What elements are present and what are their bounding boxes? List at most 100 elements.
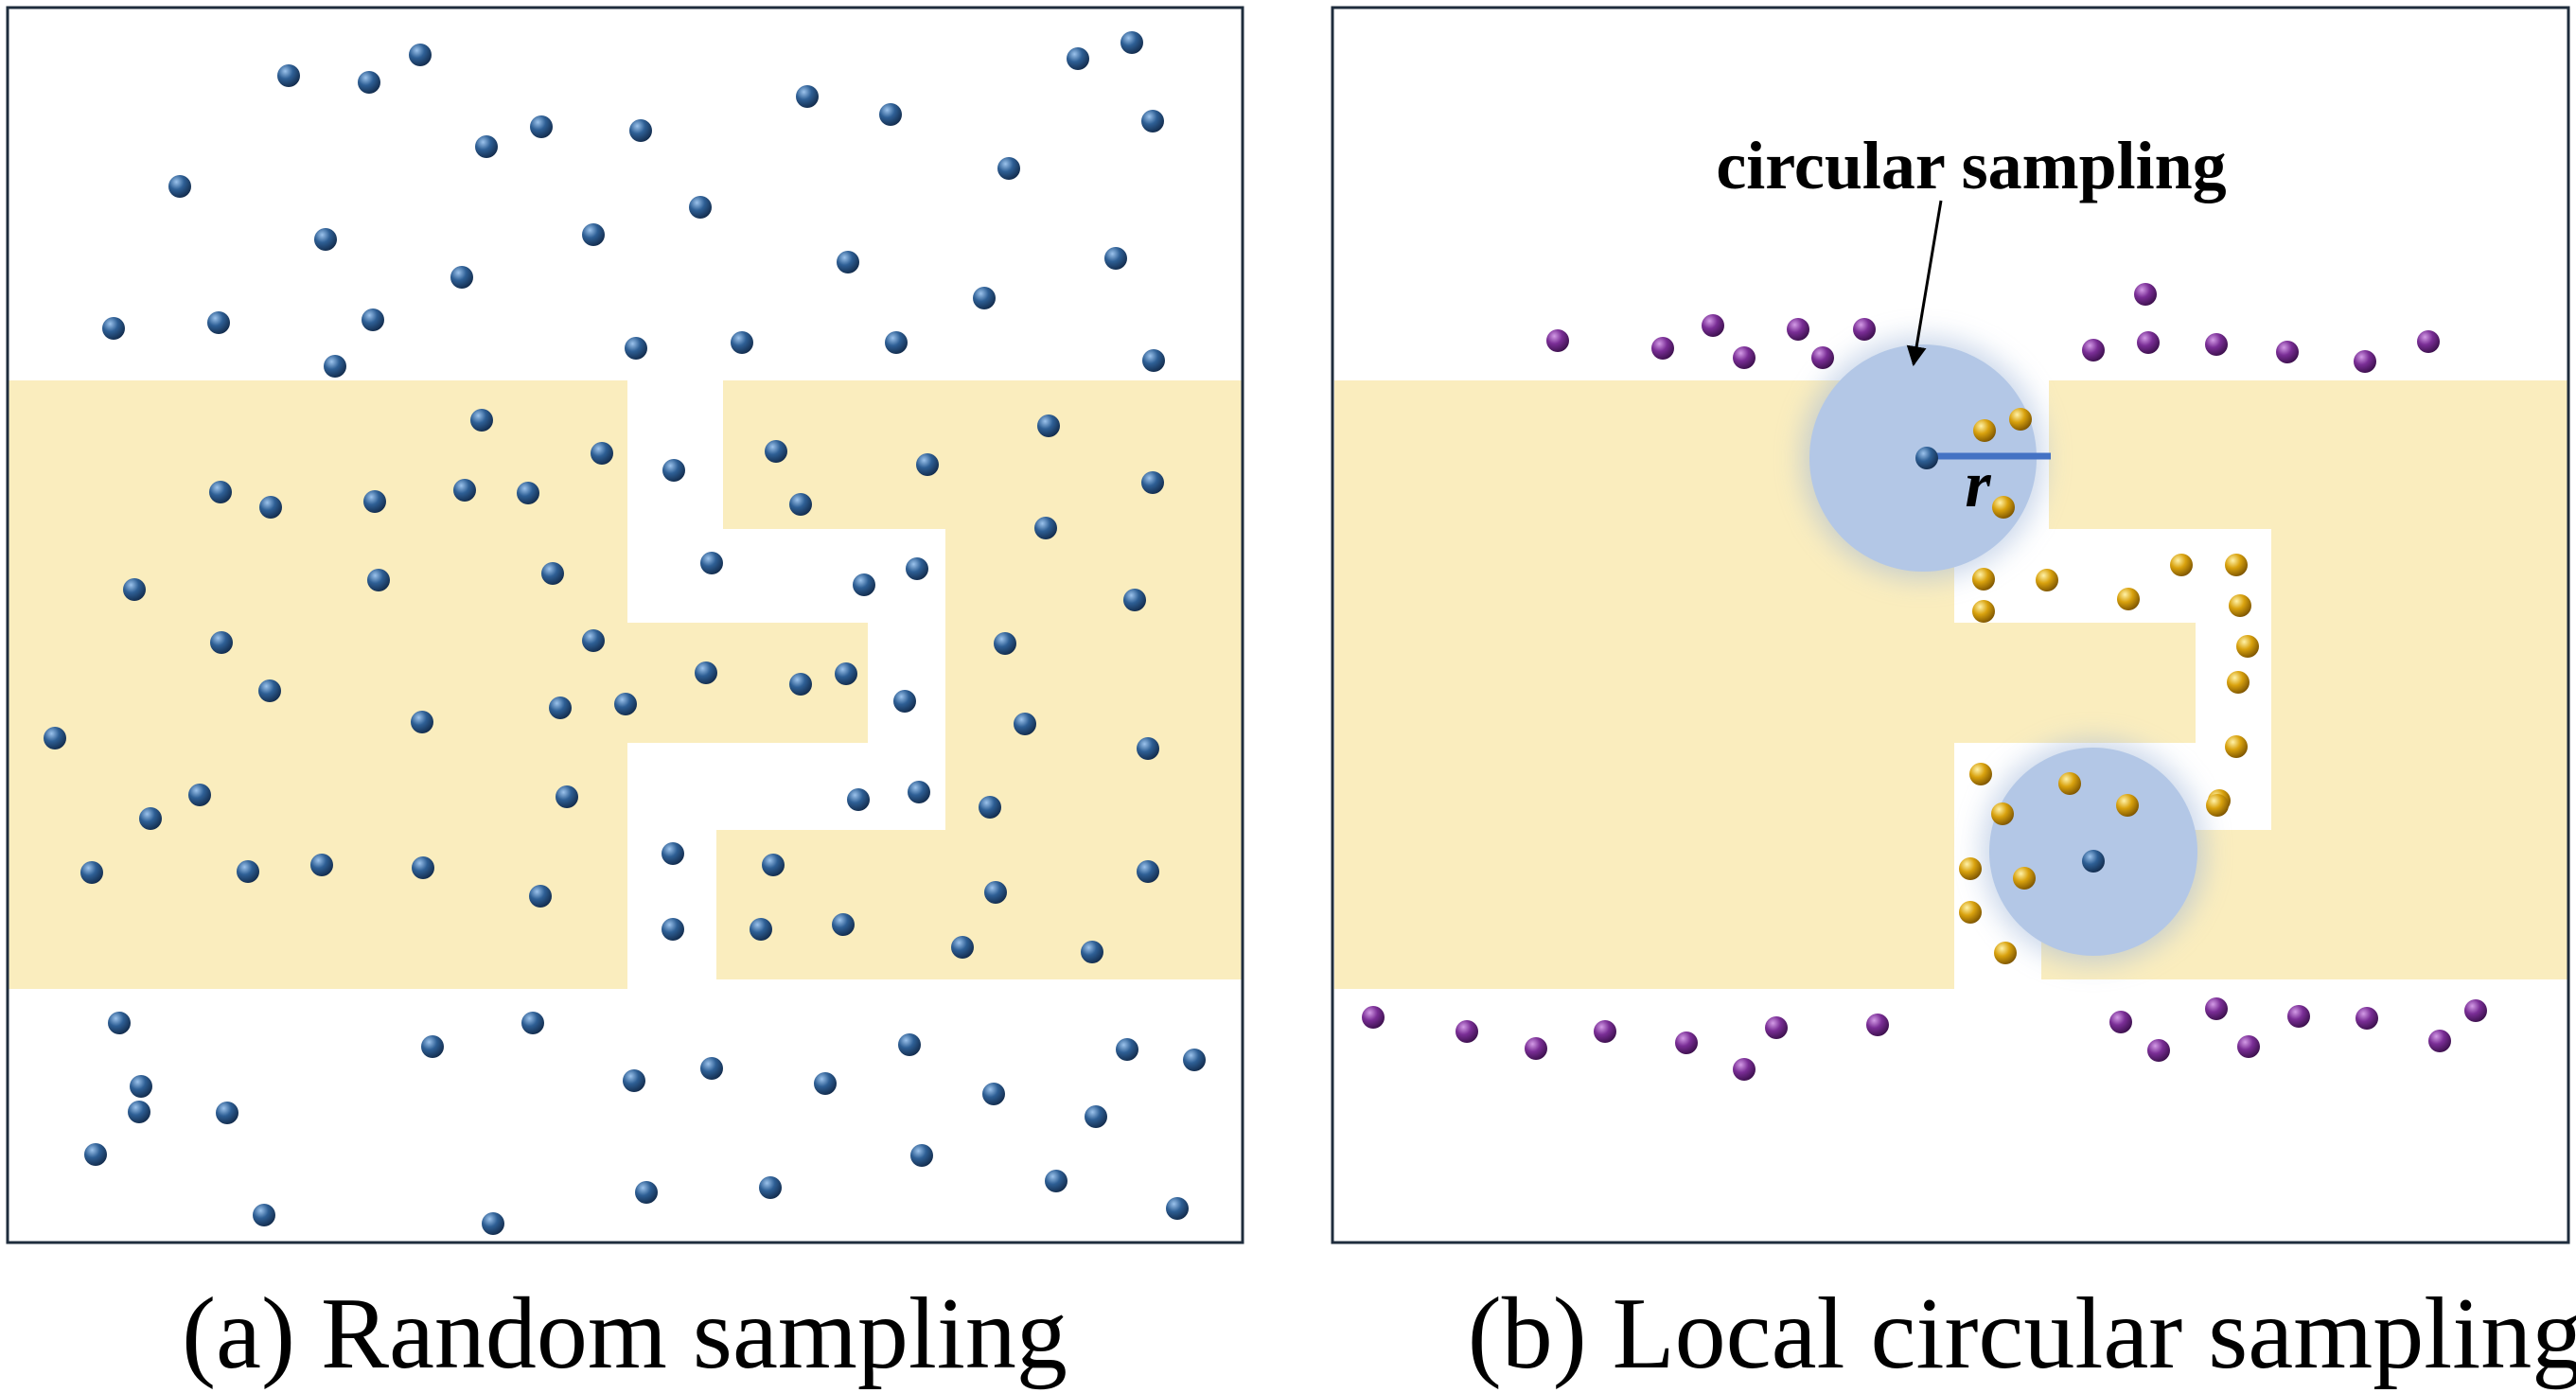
random-point [412, 856, 434, 879]
random-point [1141, 471, 1164, 494]
random-point [662, 459, 685, 482]
boundary-point [1765, 1016, 1788, 1039]
random-point [139, 807, 162, 830]
boundary-point [2082, 339, 2105, 361]
boundary-point [1362, 1006, 1385, 1029]
boundary-point [1787, 318, 1809, 341]
radius-label: r [1965, 449, 1991, 521]
random-point [979, 796, 1001, 819]
random-points [44, 31, 1206, 1235]
random-point [762, 854, 785, 876]
random-point [908, 781, 930, 803]
random-point [695, 661, 717, 684]
random-point [662, 842, 684, 865]
random-point [591, 442, 613, 465]
local-sample-point [1992, 496, 2015, 519]
random-point [625, 337, 647, 360]
random-point [835, 662, 857, 685]
random-point [209, 481, 232, 503]
random-point [916, 453, 939, 476]
random-point [847, 788, 870, 811]
boundary-point [2134, 283, 2157, 306]
boundary-point [2109, 1011, 2132, 1033]
circle-center-point [1915, 447, 1938, 469]
random-point [530, 115, 553, 138]
random-point [814, 1072, 837, 1095]
random-point [623, 1069, 645, 1092]
random-point [789, 493, 812, 516]
random-point [411, 711, 433, 733]
local-sample-point [1973, 419, 1996, 442]
random-point [885, 331, 908, 354]
random-point [362, 309, 384, 331]
boundary-point [1594, 1020, 1616, 1043]
random-point [1116, 1038, 1138, 1061]
boundary-point [2276, 341, 2299, 363]
random-point [521, 1012, 544, 1034]
random-point [1037, 414, 1060, 437]
boundary-point [1811, 346, 1834, 369]
local-sample-point [2009, 408, 2032, 431]
local-sample-point [2225, 554, 2248, 576]
random-point [750, 918, 772, 941]
random-point [324, 355, 346, 378]
boundary-point [1733, 1058, 1756, 1081]
local-sample-point [1959, 901, 1982, 924]
random-point [832, 913, 855, 936]
local-points [1362, 283, 2487, 1081]
random-point [549, 696, 572, 719]
random-point [635, 1181, 658, 1204]
random-point [237, 860, 259, 883]
random-point [1142, 349, 1165, 372]
random-point [765, 440, 787, 463]
random-point [614, 693, 637, 715]
random-point [853, 573, 875, 596]
random-point [759, 1176, 782, 1199]
random-point [409, 44, 432, 66]
random-point [1081, 941, 1103, 963]
random-point [984, 881, 1007, 904]
random-point [80, 861, 103, 884]
random-point [450, 266, 473, 289]
callout-label: circular sampling [1716, 128, 2226, 203]
random-point [541, 562, 564, 585]
random-point [123, 578, 146, 601]
local-sample-point [1959, 857, 1982, 880]
random-point [84, 1143, 107, 1166]
local-sample-point [2058, 772, 2081, 795]
random-point [188, 784, 211, 806]
local-sample-point [2116, 794, 2139, 817]
boundary-point [2417, 330, 2440, 353]
random-point [879, 103, 902, 126]
boundary-point [2205, 997, 2228, 1020]
local-sample-point [1969, 763, 1992, 785]
random-point [44, 727, 66, 749]
random-point [310, 854, 333, 876]
random-point [951, 936, 974, 959]
random-point [517, 482, 539, 504]
caption-a: (a) Random sampling [182, 1278, 1067, 1390]
random-point [1014, 713, 1036, 735]
random-point [363, 490, 386, 513]
random-point [994, 632, 1016, 655]
boundary-point [1733, 346, 1756, 369]
boundary-point [1456, 1020, 1478, 1043]
callout-arrow [1906, 200, 1943, 367]
local-sample-point [2036, 569, 2058, 591]
frame-a [6, 6, 1244, 1244]
random-point [258, 679, 281, 702]
random-point [982, 1083, 1005, 1105]
boundary-point [2237, 1035, 2260, 1058]
region-b [1334, 380, 2568, 989]
random-point [1141, 110, 1164, 132]
boundary-point [1546, 329, 1569, 352]
random-point [128, 1101, 150, 1123]
random-point [421, 1035, 444, 1058]
random-point [253, 1204, 275, 1226]
random-point [1067, 47, 1089, 70]
random-point [731, 331, 753, 354]
random-point [1045, 1170, 1067, 1192]
random-point [662, 918, 684, 941]
local-sample-point [2206, 794, 2229, 817]
